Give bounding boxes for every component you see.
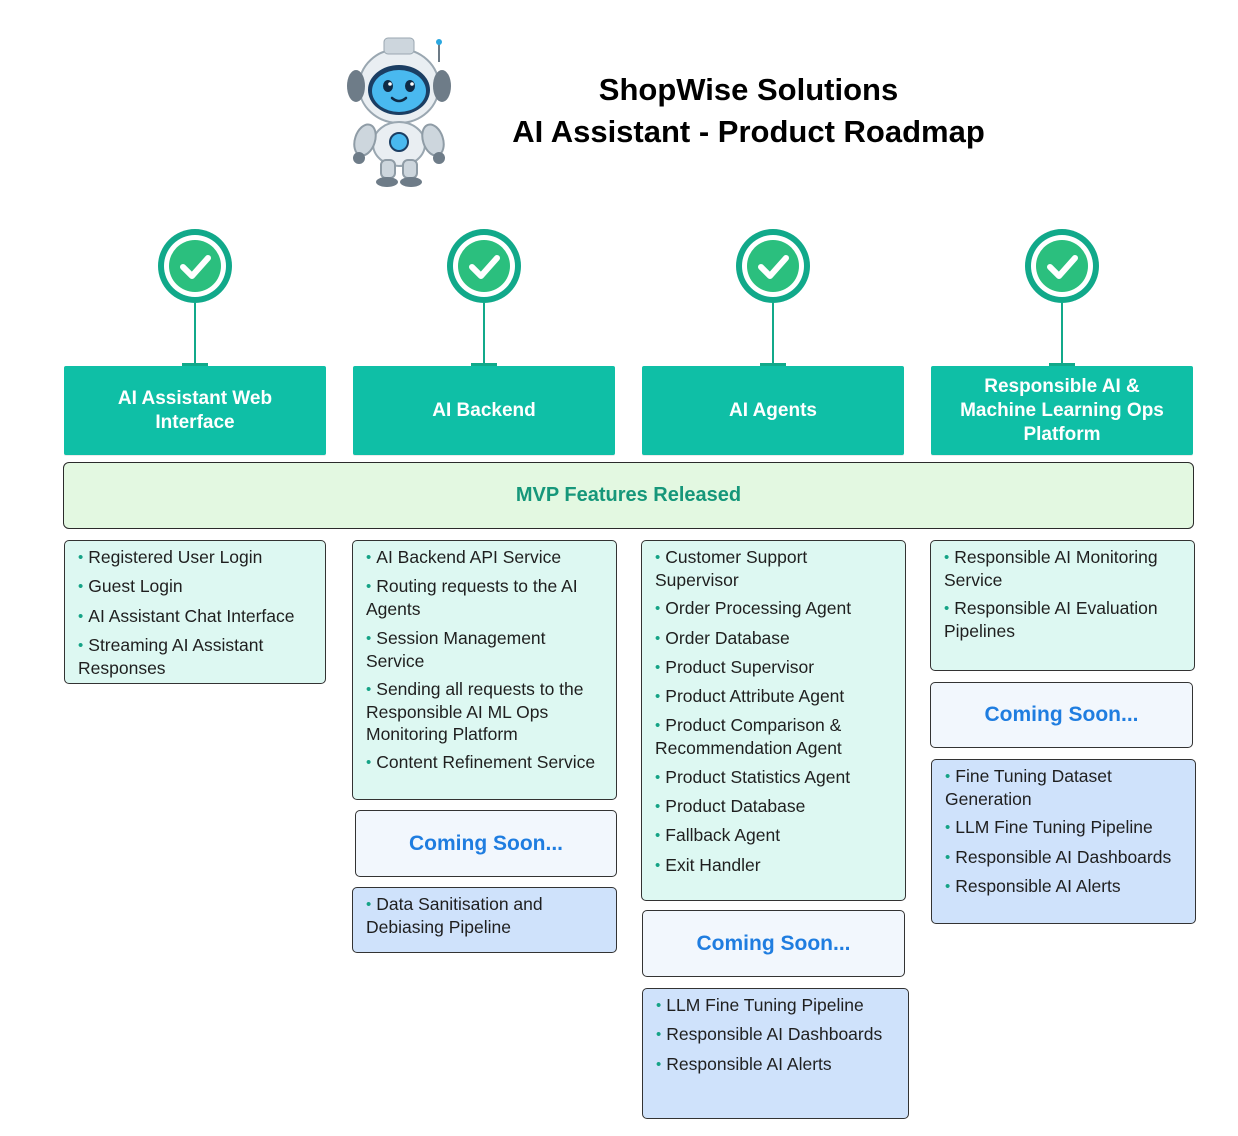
list-item: •Fine Tuning Dataset Generation — [945, 766, 1112, 809]
list-item: •Product Attribute Agent — [655, 686, 845, 707]
list-item: •Order Processing Agent — [655, 598, 852, 619]
check-circle-icon — [447, 229, 521, 303]
coming-soon-banner: Coming Soon... — [355, 810, 617, 877]
list-item: •Responsible AI Alerts — [945, 875, 1121, 896]
list-item: •AI Assistant Chat Interface — [78, 605, 295, 626]
list-item: •Routing requests to the AI Agents — [366, 576, 578, 620]
released-list-web-interface: •Registered User Login •Guest Login •AI … — [64, 540, 326, 684]
upcoming-list-ai-agents: •LLM Fine Tuning Pipeline •Responsible A… — [642, 988, 909, 1119]
list-item: •Product Database — [655, 796, 806, 817]
list-item: •Product Statistics Agent — [655, 766, 851, 787]
list-item: •Registered User Login — [78, 547, 263, 567]
list-item: •Responsible AI Dashboards — [945, 846, 1172, 867]
list-item: •Product Comparison & Recommendation Age… — [655, 715, 842, 759]
column-header-ai-agents: AI Agents — [642, 366, 904, 455]
check-circle-icon — [158, 229, 232, 303]
list-item: •Exit Handler — [655, 854, 761, 875]
list-item: •Product Supervisor — [655, 656, 815, 677]
connector-cap — [760, 363, 786, 366]
released-list-ai-backend: •AI Backend API Service •Routing request… — [352, 540, 617, 800]
list-item: •AI Backend API Service — [366, 547, 562, 567]
connector-line — [483, 303, 485, 365]
connector-cap — [1049, 363, 1075, 366]
connector-cap — [182, 363, 208, 366]
list-item: •LLM Fine Tuning Pipeline — [656, 995, 864, 1015]
list-item: •Sending all requests to the Responsible… — [366, 678, 584, 744]
mvp-released-banner: MVP Features Released — [63, 462, 1194, 529]
released-list-responsible-ai: •Responsible AI Monitoring Service •Resp… — [930, 540, 1195, 671]
check-circle-icon — [736, 229, 810, 303]
upcoming-list-ai-backend: •Data Sanitisation and Debiasing Pipelin… — [352, 887, 617, 953]
connector-line — [1061, 303, 1063, 365]
coming-soon-banner: Coming Soon... — [930, 682, 1193, 748]
list-item: •Responsible AI Dashboards — [656, 1024, 883, 1045]
list-item: •Guest Login — [78, 576, 183, 597]
list-item: •Responsible AI Evaluation Pipelines — [944, 598, 1158, 642]
released-list-ai-agents: •Customer Support Supervisor •Order Proc… — [641, 540, 906, 901]
title-line-1: ShopWise Solutions — [598, 72, 899, 107]
connector-line — [772, 303, 774, 365]
column-header-web-interface: AI Assistant Web Interface — [64, 366, 326, 455]
connector-cap — [471, 363, 497, 366]
list-item: •Responsible AI Alerts — [656, 1053, 832, 1074]
list-item: •Fallback Agent — [655, 825, 781, 846]
list-item: •Customer Support Supervisor — [655, 547, 808, 590]
list-item: •Session Management Service — [366, 627, 546, 671]
column-header-responsible-ai: Responsible AI & Machine Learning Ops Pl… — [931, 366, 1193, 455]
list-item: •Streaming AI Assistant Responses — [78, 634, 264, 678]
list-item: •Responsible AI Monitoring Service — [944, 547, 1158, 590]
list-item: •LLM Fine Tuning Pipeline — [945, 817, 1153, 838]
list-item: •Content Refinement Service — [366, 752, 596, 773]
upcoming-list-responsible-ai: •Fine Tuning Dataset Generation •LLM Fin… — [931, 759, 1196, 924]
coming-soon-banner: Coming Soon... — [642, 910, 905, 977]
list-item: •Order Database — [655, 627, 790, 648]
title-line-2: AI Assistant - Product Roadmap — [512, 114, 985, 149]
connector-line — [194, 303, 196, 365]
column-header-ai-backend: AI Backend — [353, 366, 615, 455]
list-item: •Data Sanitisation and Debiasing Pipelin… — [366, 894, 543, 937]
check-circle-icon — [1025, 229, 1099, 303]
robot-icon — [343, 34, 451, 188]
